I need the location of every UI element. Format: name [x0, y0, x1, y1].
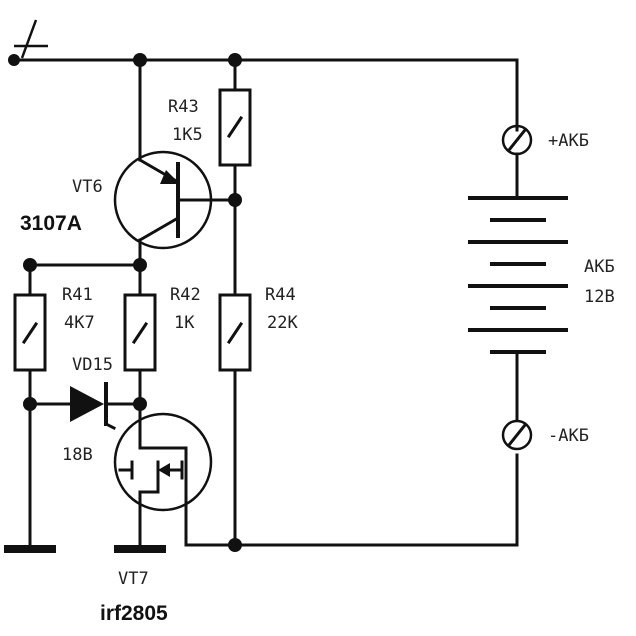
vd15-value: 18В	[62, 445, 93, 465]
r42-value: 1К	[174, 313, 195, 333]
r41-ref: R41	[62, 285, 93, 305]
supply-terminal: +	[8, 19, 48, 66]
node-vd15-left	[23, 397, 37, 411]
vt7-ref: VT7	[118, 569, 149, 589]
vd15-ref: VD15	[72, 355, 113, 375]
ground-bar-right	[114, 545, 166, 553]
resistor-r43	[218, 88, 252, 167]
battery-minus-label: -АКБ	[548, 426, 589, 446]
battery-cells	[468, 196, 568, 354]
battery-name: АКБ	[584, 257, 615, 277]
resistor-r42	[123, 293, 157, 372]
node-bottom-r44	[228, 538, 242, 552]
vt6-part: 3107A	[20, 212, 82, 235]
vt7-part: irf2805	[100, 602, 168, 625]
r43-ref: R43	[168, 97, 199, 117]
battery-voltage: 12В	[584, 287, 615, 307]
resistor-r41	[13, 293, 47, 372]
r41-value: 4К7	[64, 313, 95, 333]
top-rail	[12, 58, 519, 132]
mosfet-vt7	[113, 412, 213, 550]
r42-ref: R42	[170, 285, 201, 305]
vt6-emitter-arrow	[160, 170, 180, 184]
battery-minus-terminal	[501, 419, 533, 451]
vt6-ref: VT6	[72, 177, 103, 197]
r44-ref: R44	[265, 285, 296, 305]
r44-value: 22К	[267, 313, 298, 333]
bottom-rail	[184, 453, 519, 547]
resistor-r44	[218, 293, 252, 372]
ground-bar-left	[4, 545, 56, 553]
node-vd15-right	[133, 397, 147, 411]
r43-value: 1К5	[172, 125, 203, 145]
node-vt6-base	[228, 193, 242, 207]
vt7-body-arrow	[158, 463, 170, 477]
battery-plus-label: +АКБ	[548, 131, 589, 151]
zener-diode-vd15	[28, 382, 142, 431]
